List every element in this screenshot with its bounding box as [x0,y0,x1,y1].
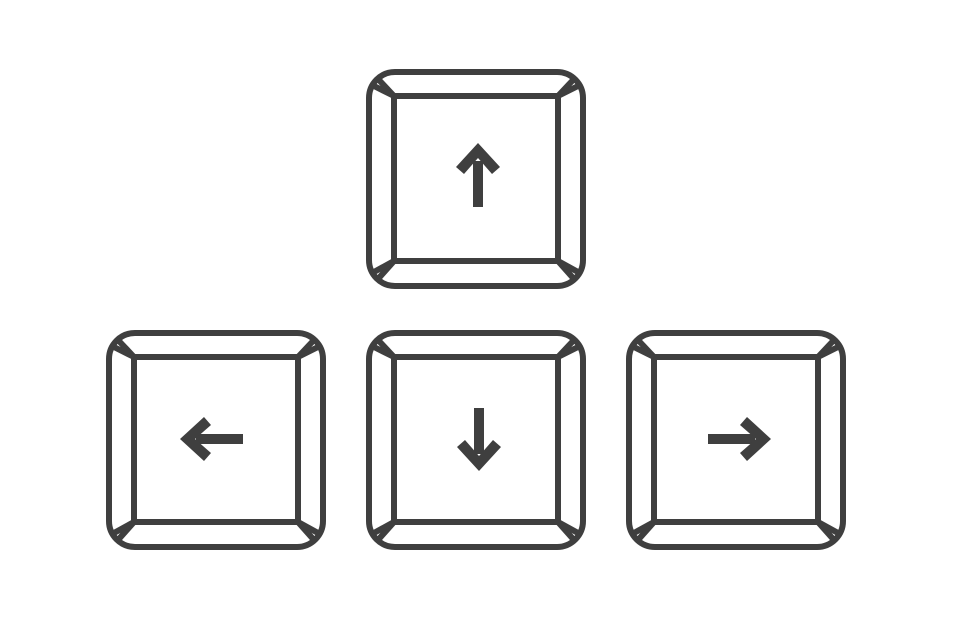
arrow-right-key[interactable] [626,330,846,550]
arrow-left-key[interactable] [106,330,326,550]
arrow-up-key[interactable] [366,69,586,289]
arrow-left-icon [180,417,243,461]
arrow-down-key[interactable] [366,330,586,550]
keycap-outline [106,330,326,550]
keycap-outline [366,330,586,550]
keycap-outline [366,69,586,289]
arrow-up-icon [456,143,500,207]
keycap-outline [626,330,846,550]
arrow-down-icon [457,408,501,471]
arrow-right-icon [708,417,771,461]
